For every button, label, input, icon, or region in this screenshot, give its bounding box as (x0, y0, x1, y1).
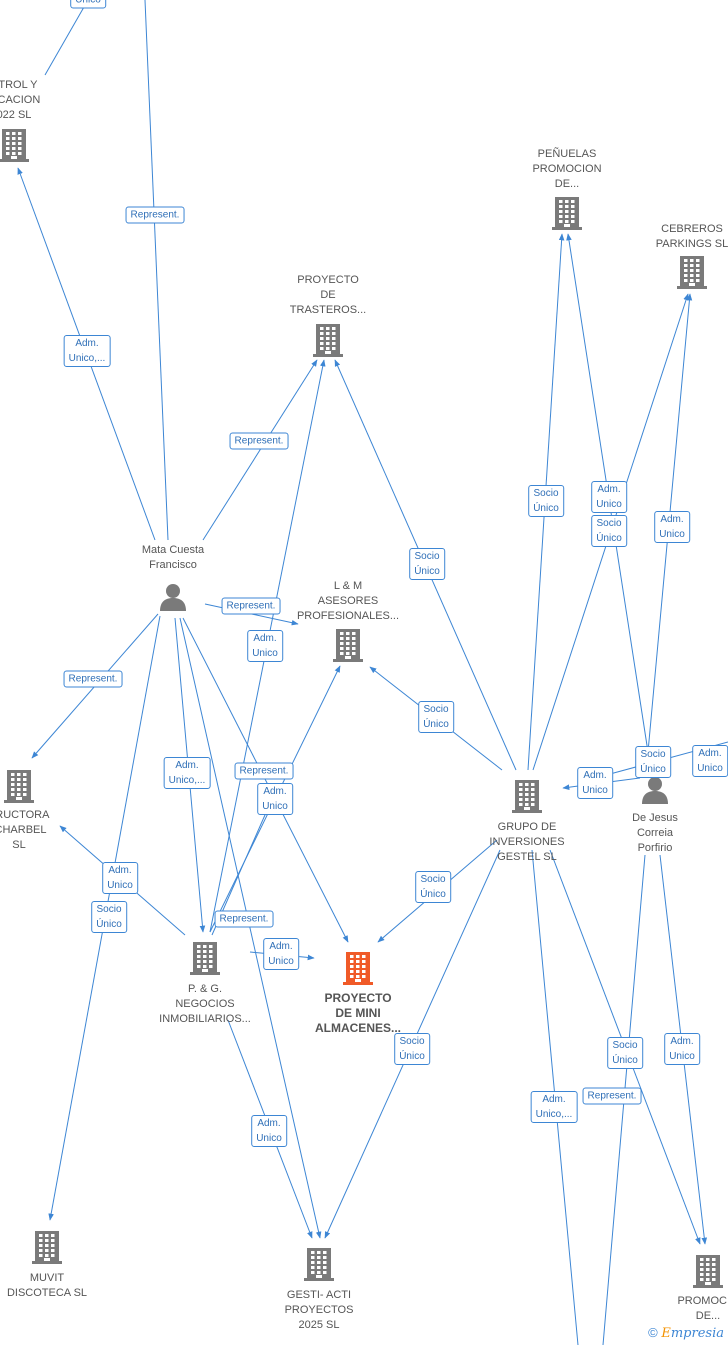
relationship-edge (182, 617, 349, 943)
edge-label-trasteros-adm[interactable]: Adm. Unico (247, 630, 283, 662)
node-label: GESTI- ACTI PROYECTOS 2025 SL (284, 1289, 354, 1331)
edge-label-dejesus-penuelas[interactable]: Adm. Unico (591, 481, 627, 513)
edge-label-pg-lm[interactable]: Represent. (234, 762, 294, 780)
node-label: De Jesus Correia Porfirio (632, 812, 678, 854)
building-icon (333, 629, 363, 662)
edge-label-gestel-promocio[interactable]: Socio Único (607, 1037, 643, 1069)
edge-label-gestel-trasteros[interactable]: Socio Único (409, 548, 445, 580)
edge-label-top-unico[interactable]: Unico (70, 0, 106, 9)
edge-label-pg-gesti[interactable]: Adm. Unico (251, 1115, 287, 1147)
node-label: NTROL Y FICACION 022 SL (0, 79, 41, 121)
edge-label-mata-pg[interactable]: Adm. Unico,... (163, 757, 211, 789)
edge-label-mata-structora[interactable]: Represent. (63, 670, 123, 688)
node-label: MUVIT DISCOTECA SL (6, 1272, 88, 1299)
brand-e-letter: E (661, 1326, 671, 1341)
building-icon (512, 780, 542, 813)
node-label: L & M ASESORES PROFESIONALES... (296, 580, 400, 622)
edge-label-mata-muvit[interactable]: Socio Único (91, 901, 127, 933)
edge-label-dejesus-represent[interactable]: Represent. (582, 1087, 642, 1105)
person-icon (160, 584, 186, 611)
edge-label-mata-control[interactable]: Adm. Unico,... (63, 335, 111, 367)
edge-label-mata-trasteros[interactable]: Represent. (229, 432, 289, 450)
edge-label-gestel-gesti[interactable]: Socio Único (394, 1033, 430, 1065)
edge-label-gestel-cebreros[interactable]: Socio Único (591, 515, 627, 547)
edge-label-pg-represent[interactable]: Represent. (214, 910, 274, 928)
node-label: GRUPO DE INVERSIONES GESTEL SL (489, 821, 565, 863)
building-icon (32, 1231, 62, 1264)
brand-name: mpresia (670, 1326, 724, 1341)
person-icon (642, 777, 668, 804)
node-label: Mata Cuesta Francisco (141, 544, 205, 571)
edge-label-gestel-penuelas[interactable]: Socio Único (528, 485, 564, 517)
edge-label-gestel-bottom[interactable]: Adm. Unico,... (530, 1091, 578, 1123)
edge-label-dejesus-socio[interactable]: Socio Único (635, 746, 671, 778)
building-icon (677, 256, 707, 289)
building-icon (304, 1248, 334, 1281)
edge-label-dejesus-promocio[interactable]: Adm. Unico (664, 1033, 700, 1065)
edge-label-gestel-lm[interactable]: Socio Único (418, 701, 454, 733)
edge-label-dejesus-gestel[interactable]: Adm. Unico (577, 767, 613, 799)
relationship-edge (202, 359, 318, 541)
empresia-watermark: © Empresia (648, 1325, 724, 1341)
building-icon (4, 770, 34, 803)
edge-label-pg-structora[interactable]: Adm. Unico (102, 862, 138, 894)
node-label: PEÑUELAS PROMOCION DE... (532, 148, 602, 190)
edge-label-pg-mini[interactable]: Adm. Unico (263, 938, 299, 970)
building-icon (552, 197, 582, 230)
node-label: PROYECTO DE TRASTEROS... (289, 274, 367, 316)
edge-label-gestel-mini[interactable]: Socio Único (415, 871, 451, 903)
node-label: CEBREROS PARKINGS SL (655, 223, 728, 250)
edge-label-right-adm[interactable]: Adm. Unico (692, 745, 728, 777)
node-label: PROMOCIO DE... (677, 1295, 728, 1322)
building-icon (313, 324, 343, 357)
relationship-edge (44, 0, 89, 76)
edge-label-mini-adm[interactable]: Adm. Unico (257, 783, 293, 815)
node-label: TRUCTORA ICHARBEL SL (0, 809, 50, 851)
edge-label-mata-lm[interactable]: Represent. (221, 597, 281, 615)
relationship-edge (179, 617, 322, 1239)
building-icon (0, 129, 29, 162)
building-icon (693, 1255, 723, 1288)
edge-label-mata-represent-top[interactable]: Represent. (125, 206, 185, 224)
node-label: PROYECTO DE MINI ALMACENES... (314, 991, 401, 1035)
building-icon (343, 952, 373, 985)
building-icon (190, 942, 220, 975)
edge-label-dejesus-cebreros[interactable]: Adm. Unico (654, 511, 690, 543)
copyright-symbol: © (648, 1325, 658, 1340)
node-label: P. & G. NEGOCIOS INMOBILIARIOS... (159, 983, 251, 1025)
relationship-edge (144, 0, 169, 541)
